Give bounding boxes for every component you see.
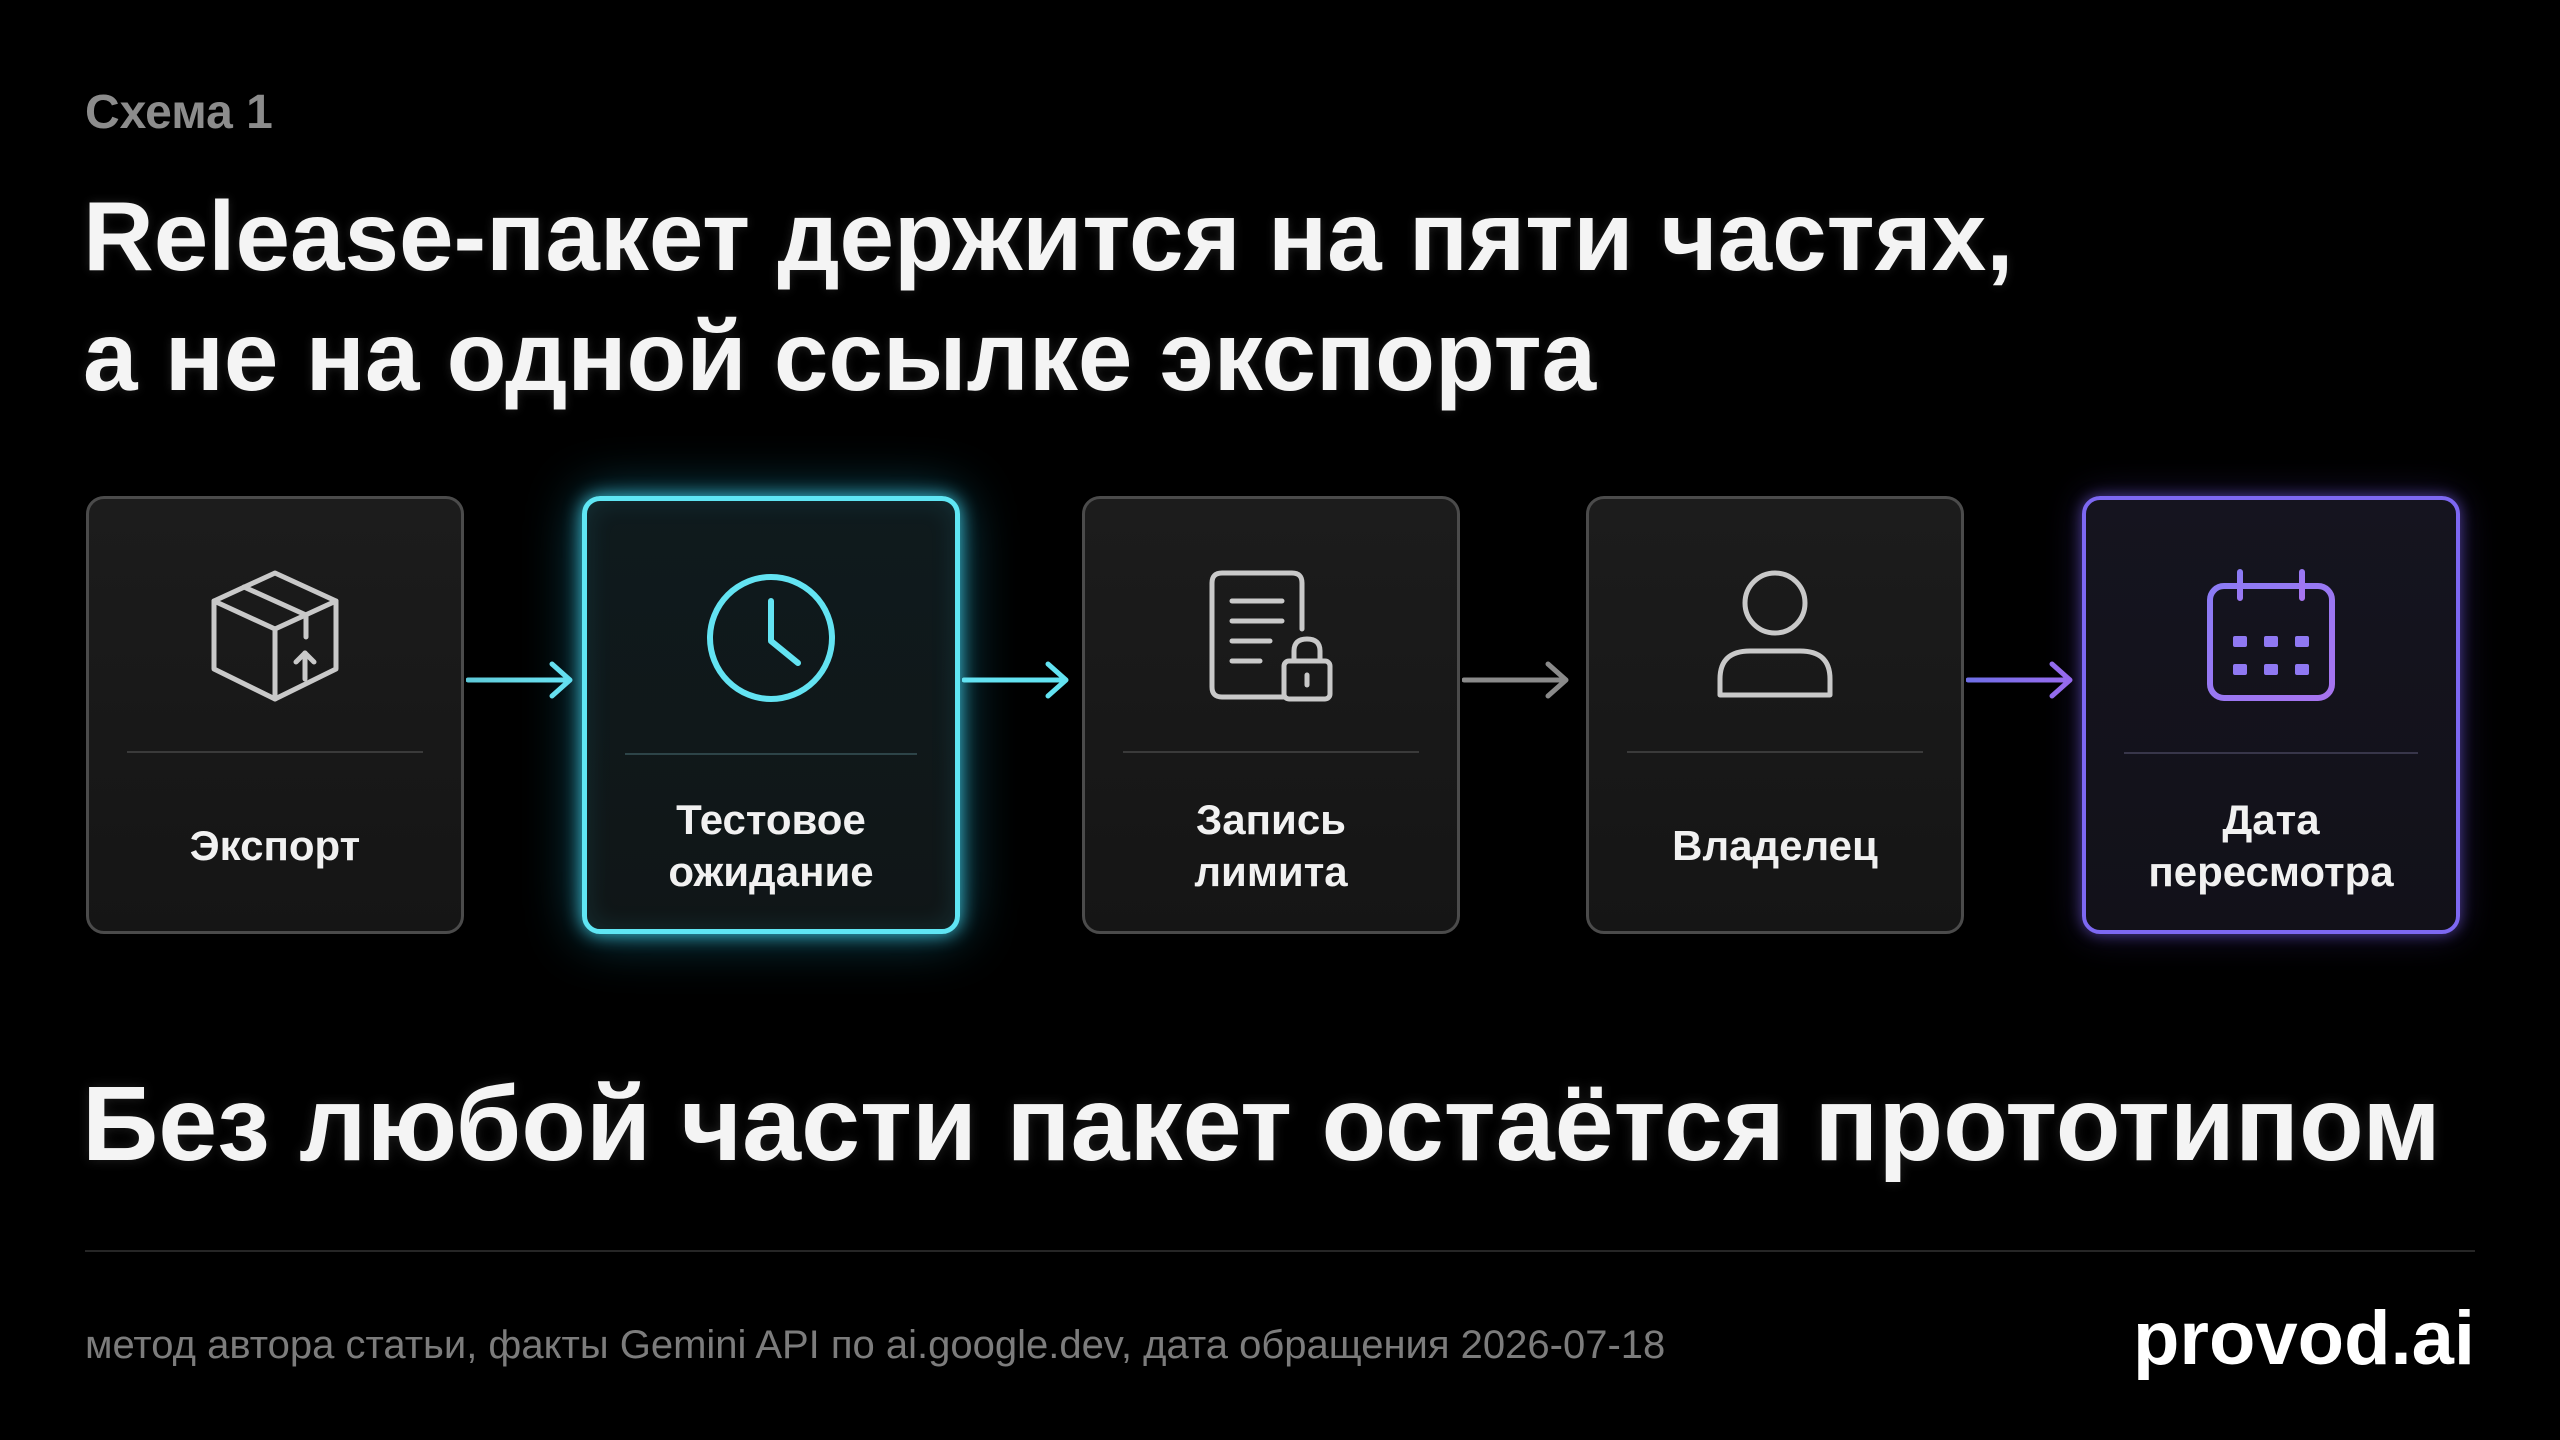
source-note: метод автора статьи, факты Gemini API по… — [85, 1323, 1666, 1367]
card-divider — [127, 751, 423, 753]
card-divider — [2124, 752, 2418, 754]
arrow-3 — [1462, 660, 1574, 700]
step-label-owner: Владелец — [1672, 822, 1878, 869]
arrow-4 — [1966, 660, 2078, 700]
step-card-limit-record: Запись лимита — [1082, 496, 1460, 934]
clock-icon — [696, 563, 846, 713]
card-divider — [1627, 751, 1923, 753]
box-upload-icon — [200, 561, 350, 711]
title-line-1: Release-пакет держится на пяти частях, — [83, 181, 2014, 291]
diagram-title: Release-пакет держится на пяти частях, а… — [83, 176, 2383, 416]
step-card-owner: Владелец — [1586, 496, 1964, 934]
diagram-kicker: Схема 1 — [85, 86, 273, 139]
title-line-2: а не на одной ссылке экспорта — [83, 301, 1597, 411]
step-label-test-wait: Тестовое ожидание — [668, 796, 874, 895]
calendar-icon — [2196, 562, 2346, 712]
step-label-limit-record: Запись лимита — [1194, 796, 1348, 895]
card-divider — [625, 753, 917, 755]
step-label-review-date: Дата пересмотра — [2148, 796, 2394, 895]
step-card-test-wait: Тестовое ожидание — [582, 496, 960, 934]
card-divider — [1123, 751, 1419, 753]
arrow-1 — [466, 660, 578, 700]
step-card-review-date: Дата пересмотра — [2082, 496, 2460, 934]
document-lock-icon — [1196, 561, 1346, 711]
diagram-conclusion: Без любой части пакет остаётся прототипо… — [82, 1065, 2441, 1183]
user-icon — [1700, 561, 1850, 711]
footer-divider — [85, 1250, 2475, 1252]
step-label-export: Экспорт — [189, 822, 361, 869]
arrow-2 — [962, 660, 1074, 700]
step-card-export: Экспорт — [86, 496, 464, 934]
brand-logo: provod.ai — [2132, 1296, 2475, 1381]
